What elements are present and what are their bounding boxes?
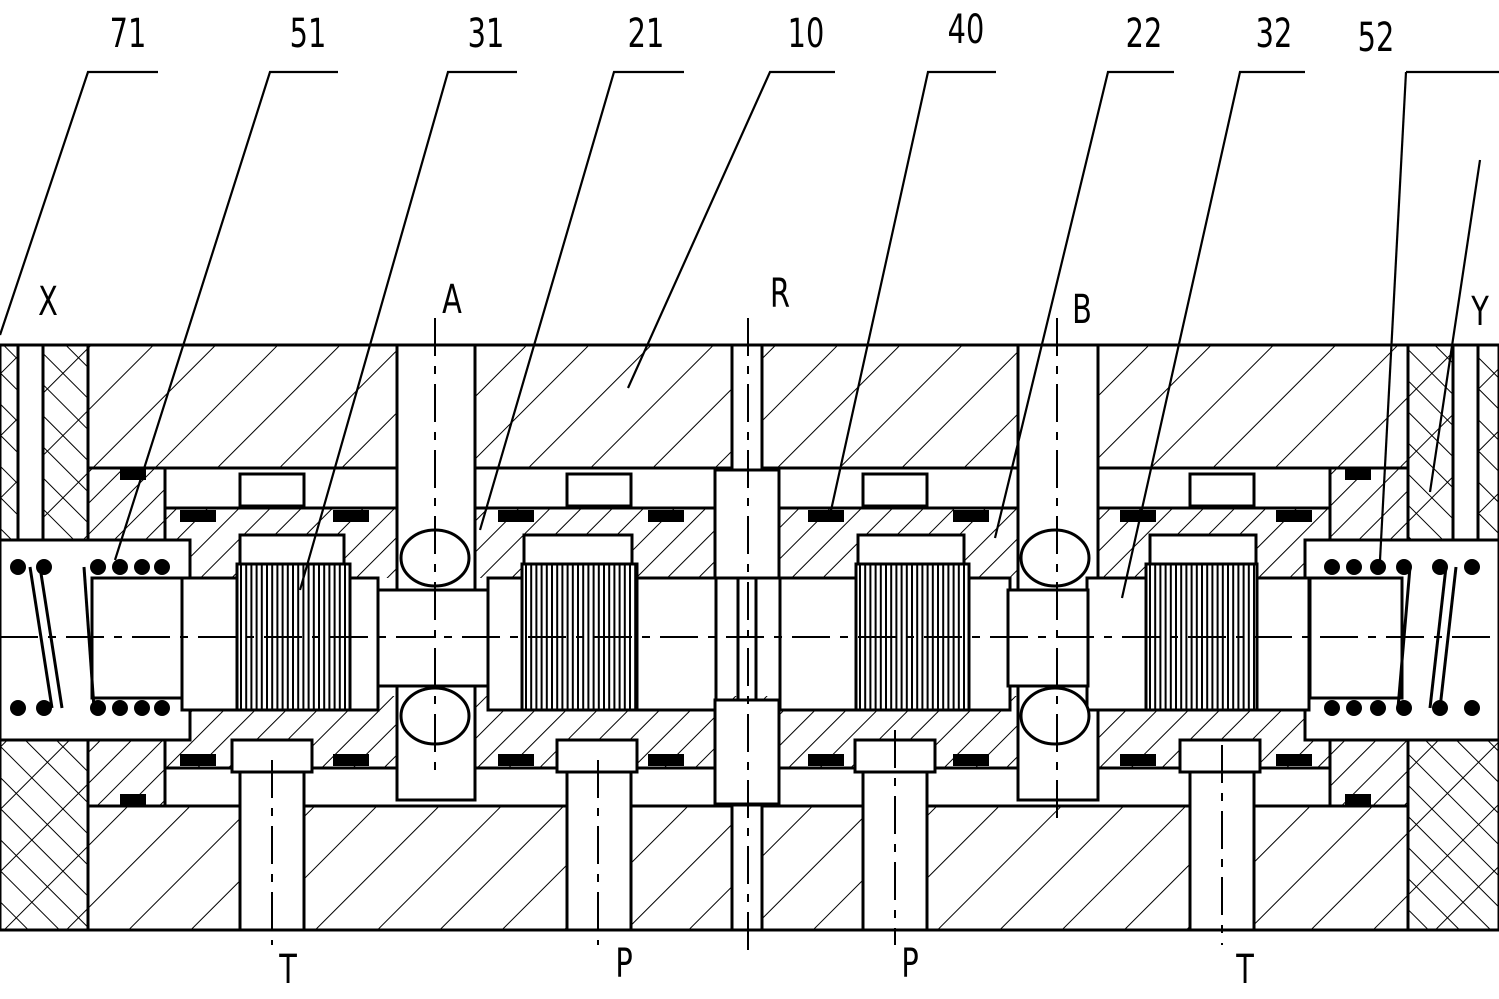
callout-31: 31 <box>467 11 505 57</box>
callout-22: 22 <box>1125 11 1163 57</box>
springs <box>10 559 1480 716</box>
port-label-y: Y <box>1471 289 1489 335</box>
center-lines <box>0 318 1499 955</box>
seal-rings <box>120 468 1371 806</box>
callout-21: 21 <box>627 11 665 57</box>
port-label-p-left: P <box>615 941 633 987</box>
callout-52: 52 <box>1357 15 1395 61</box>
port-label-x: X <box>38 279 58 325</box>
callout-32: 32 <box>1255 11 1293 57</box>
port-label-t-right: T <box>1236 947 1254 993</box>
port-label-t-left: T <box>279 947 297 993</box>
callout-71: 71 <box>109 11 147 57</box>
callout-40: 40 <box>947 7 985 53</box>
port-label-p-right: P <box>901 941 919 987</box>
port-label-r: R <box>769 271 791 317</box>
callout-51: 51 <box>289 11 327 57</box>
leader-lines <box>0 70 1499 599</box>
spring <box>10 559 170 716</box>
port-label-a: A <box>442 277 462 323</box>
pilot-channels <box>16 343 1480 542</box>
port-label-b: B <box>1072 287 1092 333</box>
callout-10: 10 <box>787 11 825 57</box>
spring <box>1324 559 1480 716</box>
